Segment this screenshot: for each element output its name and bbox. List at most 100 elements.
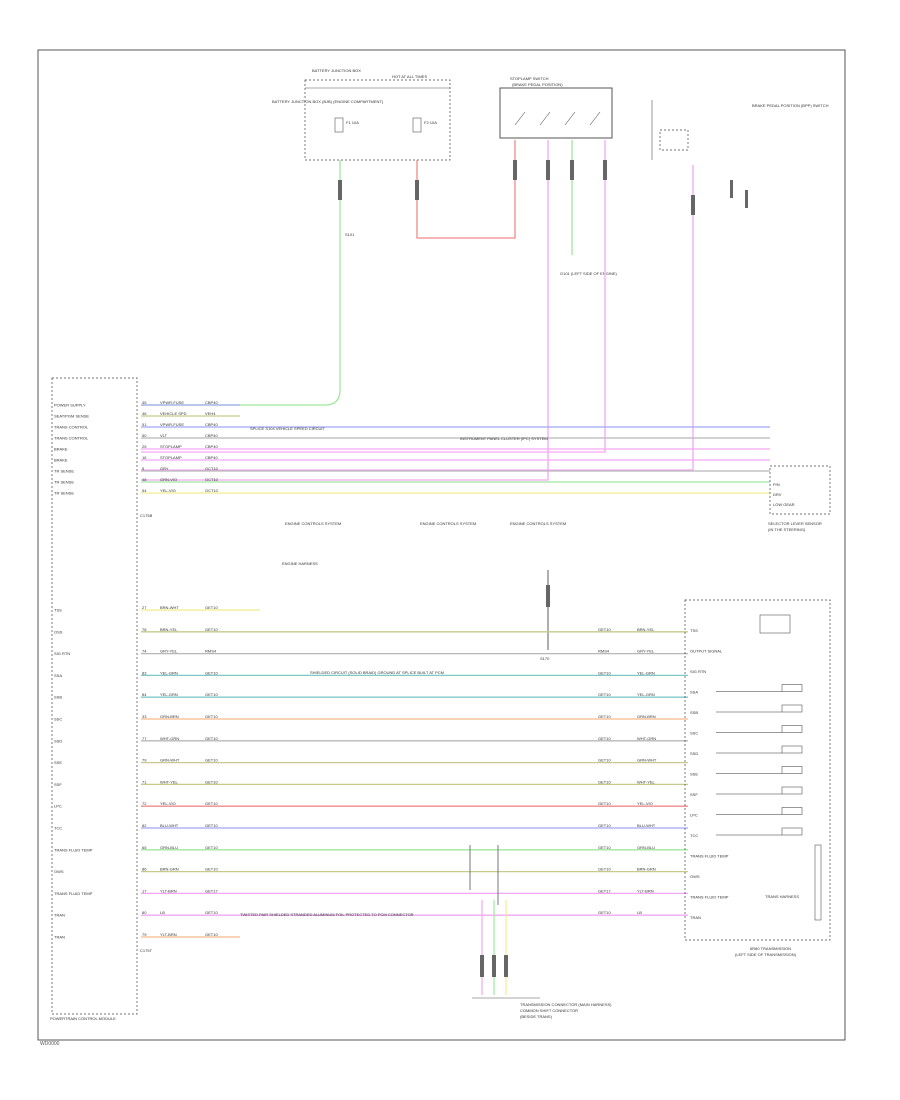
pcm-upper-code: CBP40 <box>205 444 218 449</box>
pcm-lower-right-circuit: YEL-GRN <box>637 670 655 675</box>
pcm-lower-code: GET10 <box>205 605 218 610</box>
pcm-upper-code: VEH4 <box>205 411 216 416</box>
pcm-upper-code: CBP40 <box>205 433 218 438</box>
pcm-lower-code: GET10 <box>205 758 218 763</box>
pcm-lower-right-circuit: YEL-VIO <box>637 801 653 806</box>
selector-pin-2: LOW GEAR <box>773 502 795 507</box>
pcm-lower-right-code: GET17 <box>598 888 611 893</box>
pcm-lower-right-code: GET10 <box>598 692 611 697</box>
pcm-lower-right-code: GET10 <box>598 736 611 741</box>
pcm-lower-right-circuit: WHT-YEL <box>637 779 656 784</box>
selector-pin-1: DRV <box>773 492 782 497</box>
pcm-lower-code: GET10 <box>205 714 218 719</box>
pcm-lower-right-code: GET10 <box>598 779 611 784</box>
stoplamp-switch-title: STOPLAMP SWITCH <box>510 76 549 81</box>
pcm-lower-right-circuit: YEL-GRN <box>637 692 655 697</box>
pcm-upper-circuit: VPWR-FUSE <box>160 422 184 427</box>
pcm-upper-code: CBP40 <box>205 400 218 405</box>
pcm-upper-pin-number: 46 <box>142 411 147 416</box>
shielded-note: SHIELDED CIRCUIT (SOLID BRAID) GROUND AT… <box>310 670 444 675</box>
pcm-lower-pin-label: SSC <box>54 717 62 722</box>
pcm-lower-circuit: BRN-YEL <box>160 627 178 632</box>
pcm-lower-code: GET10 <box>205 670 218 675</box>
pcm-lower-pin-number: 77 <box>142 736 147 741</box>
pcm-upper-code: GCT10 <box>205 488 219 493</box>
trans-harness-label: TRANS HARNESS <box>765 894 799 899</box>
pcm-lower-pin-number: 79 <box>142 932 147 937</box>
pcm-lower-circuit: BRN-WHT <box>160 605 179 610</box>
pcm-lower-circuit: LB <box>160 910 165 915</box>
selector-lever-title: SELECTOR LEVER SENSOR <box>768 521 822 526</box>
transmission-pin-label: OWS <box>690 874 700 879</box>
transmission-pin-label: SSA <box>690 690 698 695</box>
pcm-lower-right-code: GET10 <box>598 758 611 763</box>
pcm-lower-circuit: YLT-BRN <box>160 888 177 893</box>
pcm-lower-pin-label: TRANS FLUID TEMP <box>54 891 93 896</box>
pcm-upper-circuit: STOPLAMP <box>160 444 182 449</box>
pcm-upper-code: CBP40 <box>205 422 218 427</box>
transmission-pin-label: TRAN <box>690 915 701 920</box>
pcm-lower-pin-number: 74 <box>142 649 147 654</box>
selector-lever-sensor: SELECTOR LEVER SENSOR (IN THE STEERING) … <box>768 465 831 532</box>
transmission-pin-label: TSS <box>690 628 698 633</box>
pcm-lower-pin-label: OSS <box>54 629 63 634</box>
pcm-lower-pin-number: 82 <box>142 823 147 828</box>
pcm-lower-pin-number: 79 <box>142 758 147 763</box>
transmission-solenoid <box>781 684 803 692</box>
transmission-pin-label: SSF <box>690 792 698 797</box>
pcm-lower-right-code: GET10 <box>598 867 611 872</box>
pcm-upper-circuit: GRN-VIO <box>160 477 177 482</box>
transmission-solenoid <box>781 725 803 733</box>
transmission-solenoid <box>781 827 803 836</box>
pcm-upper-pin-label: SEAT/PGM SENSE <box>54 414 89 419</box>
transmission-pin-label: OUTPUT SIGNAL <box>690 649 723 654</box>
pcm-lower-pin-number: 65 <box>142 845 147 850</box>
pcm-lower-circuit: BRN-GRN <box>160 867 179 872</box>
pcm-lower-right-code: GET10 <box>598 714 611 719</box>
pcm-lower-circuit: YEL-GRN <box>160 670 178 675</box>
pcm-upper-pin-number: 5 <box>142 466 145 471</box>
pcm-lower-right-circuit: GRY-YEL <box>637 649 655 654</box>
pcm-lower-right-circuit: BRN-YEL <box>637 627 655 632</box>
pcm-lower-circuit: YLT-BRN <box>160 932 177 937</box>
pcm-lower-pin-label: OWS <box>54 869 64 874</box>
pcm-upper-pin-label: POWER SUPPLY <box>54 403 86 408</box>
splice-note: SPLICE S104 VEHICLE SPEED CIRCUIT <box>250 426 325 431</box>
engine-controls-note-1: ENGINE CONTROLS SYSTEM <box>285 521 341 526</box>
pcm-lower-pin-label: TCC <box>54 826 62 831</box>
selector-pin-0: P/N <box>773 482 780 487</box>
pcm-lower-pin-number: 78 <box>142 627 147 632</box>
pcm-lower-pin-label: SSE <box>54 760 62 765</box>
pcm-lower-pin-number: 84 <box>142 692 147 697</box>
pcm-upper-pin-label: TRANS CONTROL <box>54 436 89 441</box>
pcm-upper-pin-label: TRANS CONTROL <box>54 425 89 430</box>
pcm-upper-circuit: VPWR-FUSE <box>160 400 184 405</box>
pcm-lower-right-circuit: YLT-BRN <box>637 888 654 893</box>
pcm-lower-pin-number: 33 <box>142 714 147 719</box>
pcm-lower-circuit: GRN-BLU <box>160 845 178 850</box>
pcm-lower-pin-label: SIG RTN <box>54 651 70 656</box>
pcm-lower-circuit: WHT-YEL <box>160 779 179 784</box>
pcm-lower-circuit: WHT-GRN <box>160 736 179 741</box>
pcm-upper-pin-label: BRAKE <box>54 447 68 452</box>
fuse-1-label: F1 10A <box>346 120 359 125</box>
pcm-upper-pin-label: BRAKE <box>54 458 68 463</box>
pcm-lower-right-code: RMS4 <box>598 649 610 654</box>
pcm-lower-right-circuit: BRN-GRN <box>637 867 656 872</box>
pcm-upper-pin-number: 45 <box>142 400 147 405</box>
pcm-lower-pin-number: 86 <box>142 867 147 872</box>
transmission-pin-label: SSE <box>690 772 698 777</box>
transmission-solenoid <box>781 786 803 795</box>
pcm-lower-pin-label: LPC <box>54 804 62 809</box>
bjb-hot-label: HOT AT ALL TIMES <box>392 74 427 79</box>
pcm-title: POWERTRAIN CONTROL MODULE <box>50 1016 116 1021</box>
pcm-upper-pin-number: 48 <box>142 477 147 482</box>
diagram-frame <box>37 49 846 1041</box>
pcm-lower-pin-number: 71 <box>142 779 147 784</box>
splice-s101-label: S101 <box>345 232 355 237</box>
transmission-pin-label: TRANS FLUID TEMP <box>690 895 729 900</box>
pcm-upper-pin-number: 51 <box>142 422 147 427</box>
